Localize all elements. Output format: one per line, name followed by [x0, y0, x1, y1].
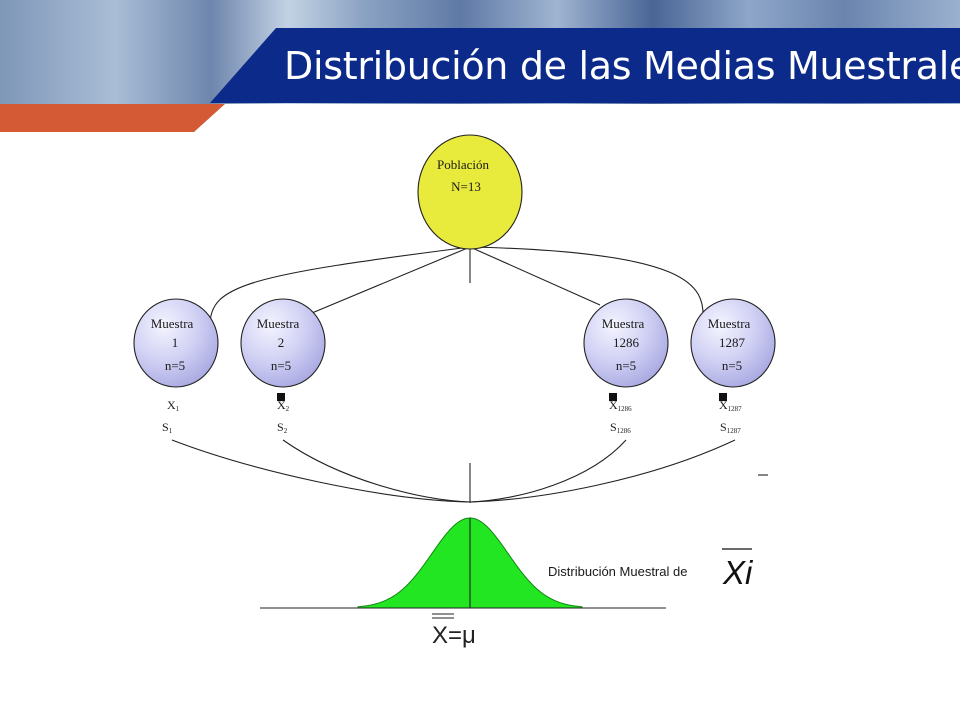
accent-stripe: [0, 104, 225, 132]
connector-dist-2: [282, 439, 471, 503]
center-label: X=μ: [432, 622, 476, 649]
sample-number: 1: [172, 335, 179, 350]
population-to-sample-connectors: [209, 246, 704, 326]
sample-node-1287: Muestra 1287 n=5: [690, 298, 776, 388]
mean-marker: [277, 393, 285, 401]
sample-stats-1286: X1286 S1286: [609, 393, 632, 435]
sample-mean-symbol: X1: [167, 398, 180, 413]
connector-sample-2: [299, 246, 471, 319]
distribution-caption: Distribución Muestral de: [548, 564, 687, 579]
slide-header: Distribución de las Medias Muestrales: [0, 0, 960, 135]
sample-sd-symbol: S1286: [610, 420, 631, 435]
sample-size: n=5: [616, 358, 636, 373]
page-title: Distribución de las Medias Muestrales: [284, 44, 960, 88]
connector-dist-1287: [469, 439, 736, 503]
sample-size: n=5: [722, 358, 742, 373]
sample-size: n=5: [165, 358, 185, 373]
sample-stats-1287: X1287 S1287: [719, 393, 742, 435]
connector-sample-1287: [469, 246, 704, 321]
sample-mean-symbol: X1287: [719, 398, 742, 413]
population-circle: [417, 134, 523, 250]
connector-dist-1286: [469, 439, 627, 503]
title-band: [210, 28, 960, 103]
connector-sample-1286: [469, 246, 601, 306]
sample-sd-symbol: S2: [277, 420, 288, 435]
population-label: Población: [437, 157, 489, 172]
sample-label: Muestra: [708, 316, 751, 331]
connector-dist-1: [171, 439, 471, 503]
sample-number: 1287: [719, 335, 746, 350]
mean-marker: [719, 393, 727, 401]
sample-number: 1286: [613, 335, 640, 350]
sample-circle: [240, 298, 326, 388]
sample-node-1: Muestra 1 n=5: [133, 298, 219, 388]
sample-circle: [133, 298, 219, 388]
sample-number: 2: [278, 335, 285, 350]
sample-label: Muestra: [257, 316, 300, 331]
sample-node-1286: Muestra 1286 n=5: [583, 298, 669, 388]
population-node: Población N=13: [417, 134, 523, 250]
sample-size: n=5: [271, 358, 291, 373]
sample-sd-symbol: S1287: [720, 420, 741, 435]
sample-label: Muestra: [602, 316, 645, 331]
sample-sd-symbol: S1: [162, 420, 173, 435]
sample-circle: [690, 298, 776, 388]
sample-to-distribution-connectors: [171, 439, 768, 503]
sample-stats-2: X2 S2: [277, 393, 290, 435]
connector-sample-1: [209, 246, 471, 326]
sample-mean-symbol: X2: [277, 398, 290, 413]
population-size: N=13: [451, 179, 481, 194]
sample-label: Muestra: [151, 316, 194, 331]
sample-circle: [583, 298, 669, 388]
xi-symbol: Xi: [722, 554, 754, 591]
sample-stats-1: X1 S1: [162, 398, 180, 435]
sample-node-2: Muestra 2 n=5: [240, 298, 326, 388]
sampling-distribution-curve: [260, 517, 666, 609]
sample-mean-symbol: X1286: [609, 398, 632, 413]
mean-marker: [609, 393, 617, 401]
